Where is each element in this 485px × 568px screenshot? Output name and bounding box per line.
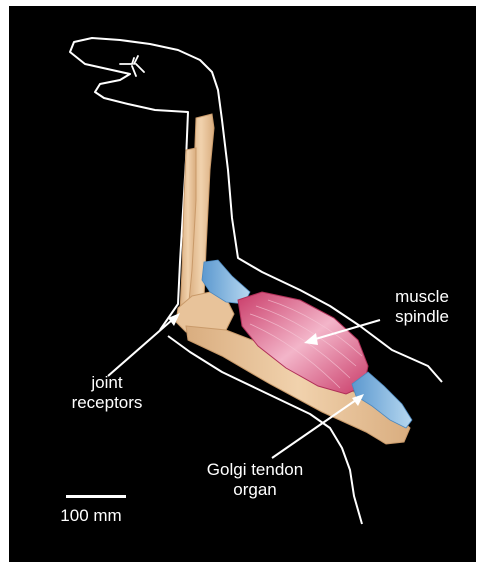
- golgi-tendon-organ-label: Golgi tendon organ: [180, 460, 330, 500]
- muscle-spindle-line1: muscle: [372, 287, 472, 307]
- golgi-tendon-organ-line2: organ: [180, 480, 330, 500]
- joint-receptors-line1: joint: [57, 373, 157, 393]
- golgi-tendon-organ-line1: Golgi tendon: [180, 460, 330, 480]
- joint-receptors-line2: receptors: [57, 393, 157, 413]
- arrow-joint-receptors: [108, 313, 180, 376]
- joint-receptors-label: joint receptors: [57, 373, 157, 413]
- scale-bar: [66, 495, 126, 498]
- muscle-spindle-label: muscle spindle: [372, 287, 472, 327]
- muscle-spindle-line2: spindle: [372, 307, 472, 327]
- scale-label: 100 mm: [36, 506, 146, 526]
